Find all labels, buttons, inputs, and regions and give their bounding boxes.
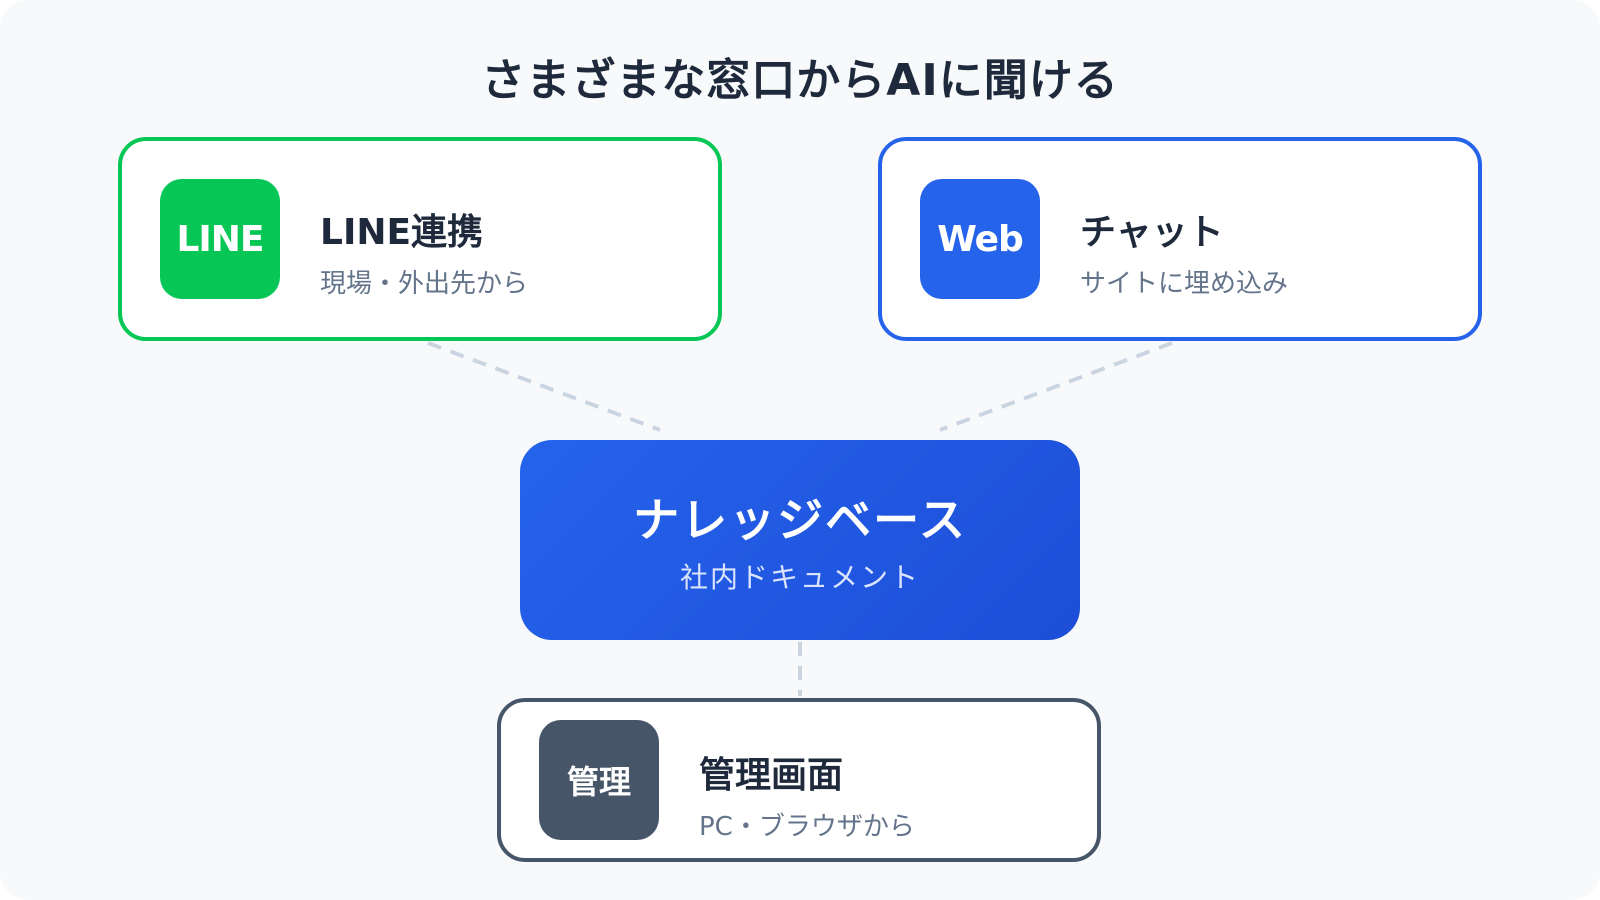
admin-panel-subtitle: PC・ブラウザから xyxy=(699,812,915,842)
web-chat-subtitle: サイトに埋め込み xyxy=(1080,269,1289,299)
diagram-title: さまざまな窓口からAIに聞ける xyxy=(481,55,1119,106)
knowledge-base-hub: ナレッジベース 社内ドキュメント xyxy=(520,440,1080,640)
knowledge-base-subtitle: 社内ドキュメント xyxy=(679,561,920,594)
web-chat-card: Web チャット サイトに埋め込み xyxy=(878,137,1482,341)
admin-logo-icon: 管理 xyxy=(539,720,659,840)
connector-line-to-web xyxy=(939,341,1173,432)
knowledge-base-title: ナレッジベース xyxy=(633,493,967,547)
admin-panel-card: 管理 管理画面 PC・ブラウザから xyxy=(497,698,1101,862)
admin-panel-title: 管理画面 xyxy=(699,755,844,796)
line-channel-title: LINE連携 xyxy=(320,212,484,253)
line-channel-card: LINE LINE連携 現場・外出先から xyxy=(118,137,722,341)
line-channel-subtitle: 現場・外出先から xyxy=(320,269,529,299)
connector-line-to-line xyxy=(427,341,661,432)
web-logo-icon: Web xyxy=(920,179,1040,299)
web-chat-title: チャット xyxy=(1080,212,1224,253)
line-logo-icon: LINE xyxy=(160,179,280,299)
